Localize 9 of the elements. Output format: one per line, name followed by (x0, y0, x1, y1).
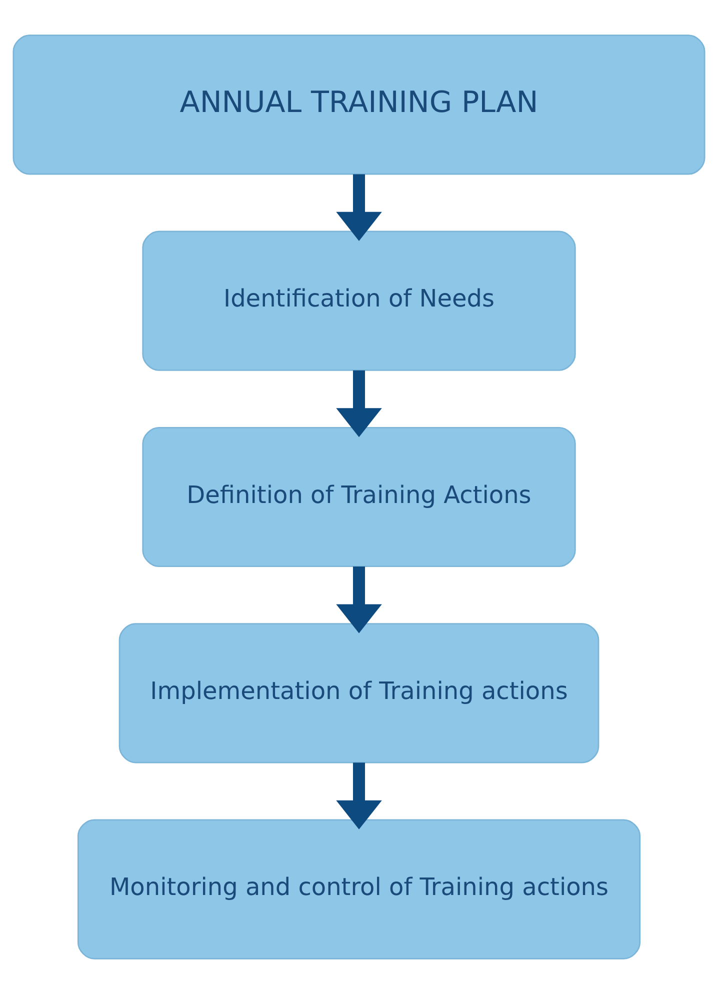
arrow (336, 174, 382, 240)
node-box: Monitoring and control of Training actions (77, 818, 641, 959)
node-box: ANNUAL TRAINING PLAN (12, 34, 706, 174)
arrow (336, 566, 382, 633)
node-box: Definition of Training Actions (142, 426, 576, 567)
node-box: Identification of Needs (142, 230, 576, 370)
arrow (336, 370, 382, 437)
arrow (336, 762, 382, 829)
node-box: Implementation of Training actions (118, 622, 600, 763)
